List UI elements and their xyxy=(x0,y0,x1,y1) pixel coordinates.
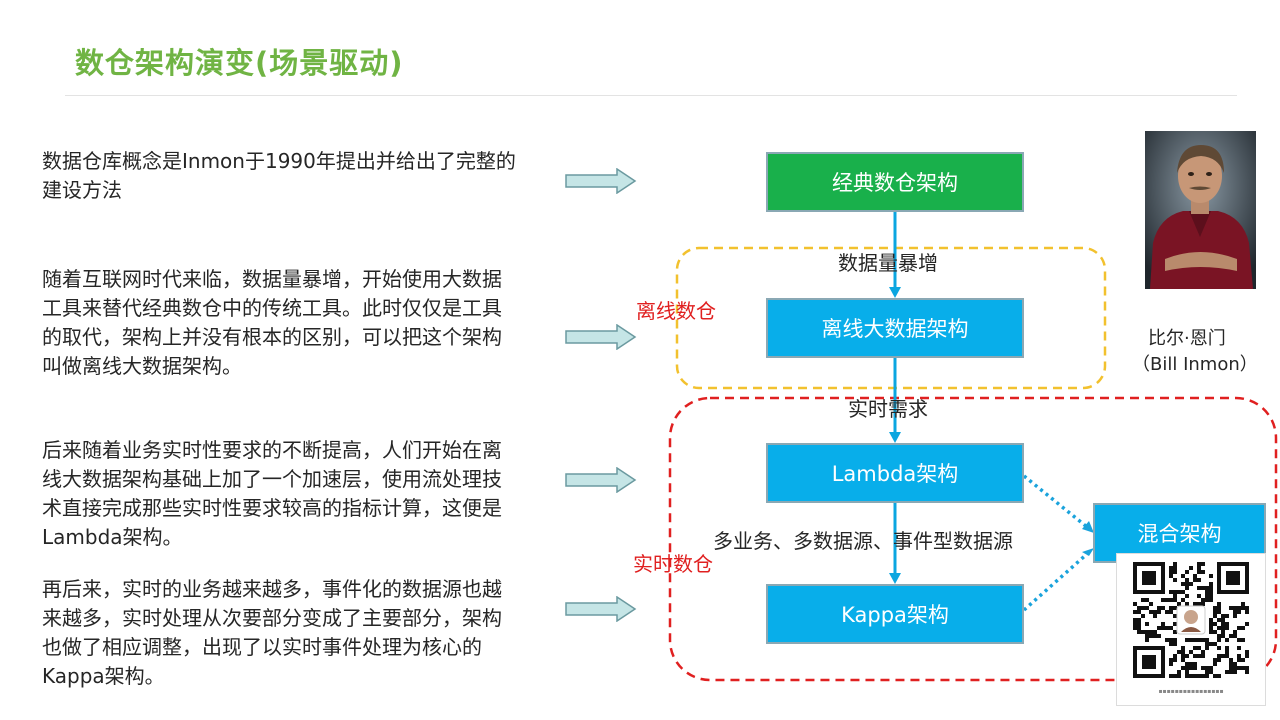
bill-inmon-portrait xyxy=(1145,131,1256,289)
edge-label-data-surge: 数据量暴增 xyxy=(838,251,938,275)
node-classic-dw: 经典数仓架构 xyxy=(766,152,1024,212)
right-arrow-icon xyxy=(565,168,637,194)
portrait-name-en: （Bill Inmon） xyxy=(1132,354,1258,375)
node-lambda: Lambda架构 xyxy=(766,443,1024,503)
paragraph-offline: 随着互联网时代来临，数据量暴增，开始使用大数据工具来替代经典数仓中的传统工具。此… xyxy=(42,267,502,378)
qr-code-icon xyxy=(1133,562,1249,678)
paragraph-inmon: 数据仓库概念是Inmon于1990年提出并给出了完整的建设方法 xyxy=(42,149,516,202)
paragraph-lambda: 后来随着业务实时性要求的不断提高，人们开始在离线大数据架构基础上加了一个加速层，… xyxy=(42,438,502,549)
page-title: 数仓架构演变(场景驱动) xyxy=(75,46,404,80)
realtime-group-border xyxy=(668,396,1278,682)
edge-label-multi-source: 多业务、多数据源、事件型数据源 xyxy=(713,529,1013,553)
right-arrow-icon xyxy=(565,596,637,622)
portrait-name-cn: 比尔·恩门 xyxy=(1148,328,1226,349)
right-arrow-icon xyxy=(565,324,637,350)
group-label-offline: 离线数仓 xyxy=(636,299,716,323)
group-label-realtime: 实时数仓 xyxy=(633,552,713,576)
offline-group-border xyxy=(675,246,1107,390)
right-arrow-icon xyxy=(565,467,637,493)
qr-caption: ▪▪▪▪▪▪▪▪▪▪▪▪▪▪▪▪ xyxy=(1158,688,1224,695)
node-offline-bigdata: 离线大数据架构 xyxy=(766,298,1024,358)
qr-code-card xyxy=(1116,553,1266,706)
title-divider xyxy=(65,95,1237,96)
node-kappa: Kappa架构 xyxy=(766,584,1024,644)
paragraph-kappa: 再后来，实时的业务越来越多，事件化的数据源也越来越多，实时处理从次要部分变成了主… xyxy=(42,577,502,688)
edge-label-realtime-need: 实时需求 xyxy=(848,397,928,421)
